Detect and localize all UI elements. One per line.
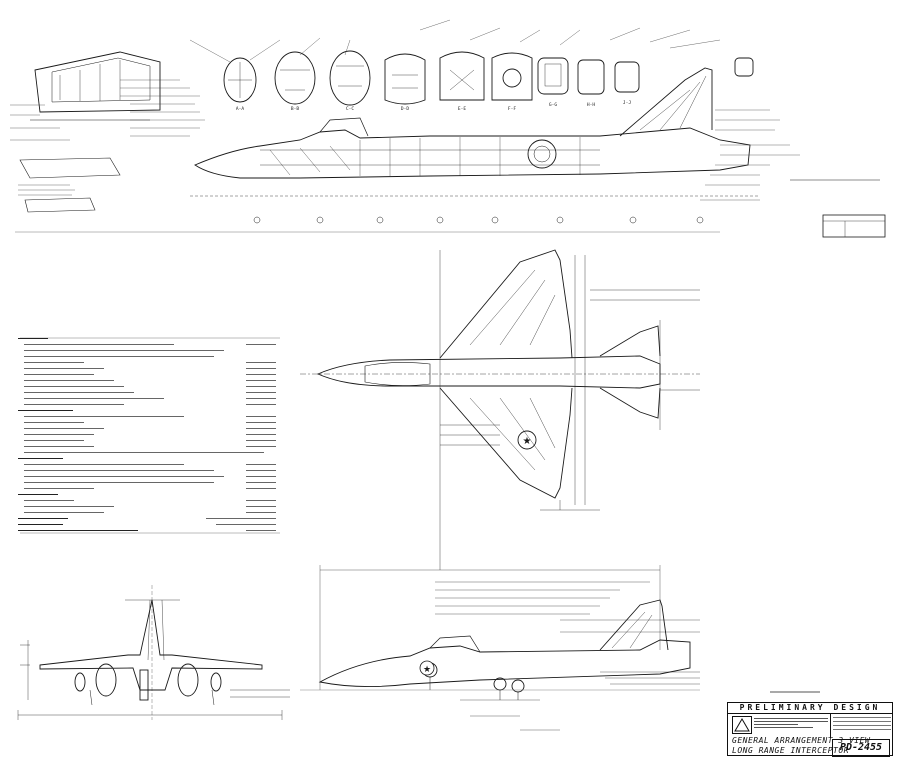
logo-icon	[732, 716, 752, 734]
section-label: D-D	[401, 106, 409, 112]
fuselage-profile	[194, 127, 751, 179]
cross-sections	[223, 50, 754, 106]
section-label: J-J	[623, 100, 631, 106]
title-block-header: PRELIMINARY DESIGN	[728, 703, 892, 714]
inboard-profile-view	[10, 19, 886, 238]
side-view	[300, 565, 700, 731]
side-roundel-icon: ★	[423, 665, 431, 675]
title-block: PRELIMINARY DESIGN GENERAL ARRANGEMENT 3…	[727, 702, 893, 757]
plan-view	[300, 249, 700, 570]
section-label: H-H	[587, 102, 595, 108]
drawing-number: PD-2455	[832, 739, 890, 757]
section-label: F-F	[508, 106, 516, 112]
section-label: A-A	[236, 106, 244, 112]
section-label: E-E	[458, 106, 466, 112]
drawing-title: GENERAL ARRANGEMENT 3 VIEW	[732, 736, 871, 745]
roundel-icon: ★	[523, 436, 532, 447]
drawing-subtitle: LONG RANGE INTERCEPTOR	[732, 746, 849, 755]
title-block-signature-grid	[830, 714, 893, 738]
title-block-fine-print	[754, 716, 828, 734]
section-label: C-C	[346, 106, 354, 112]
cockpit-detail	[19, 51, 161, 213]
characteristics-table	[18, 336, 280, 536]
front-view	[17, 585, 290, 720]
section-label: B-B	[291, 106, 299, 112]
section-label: G-G	[549, 102, 557, 108]
